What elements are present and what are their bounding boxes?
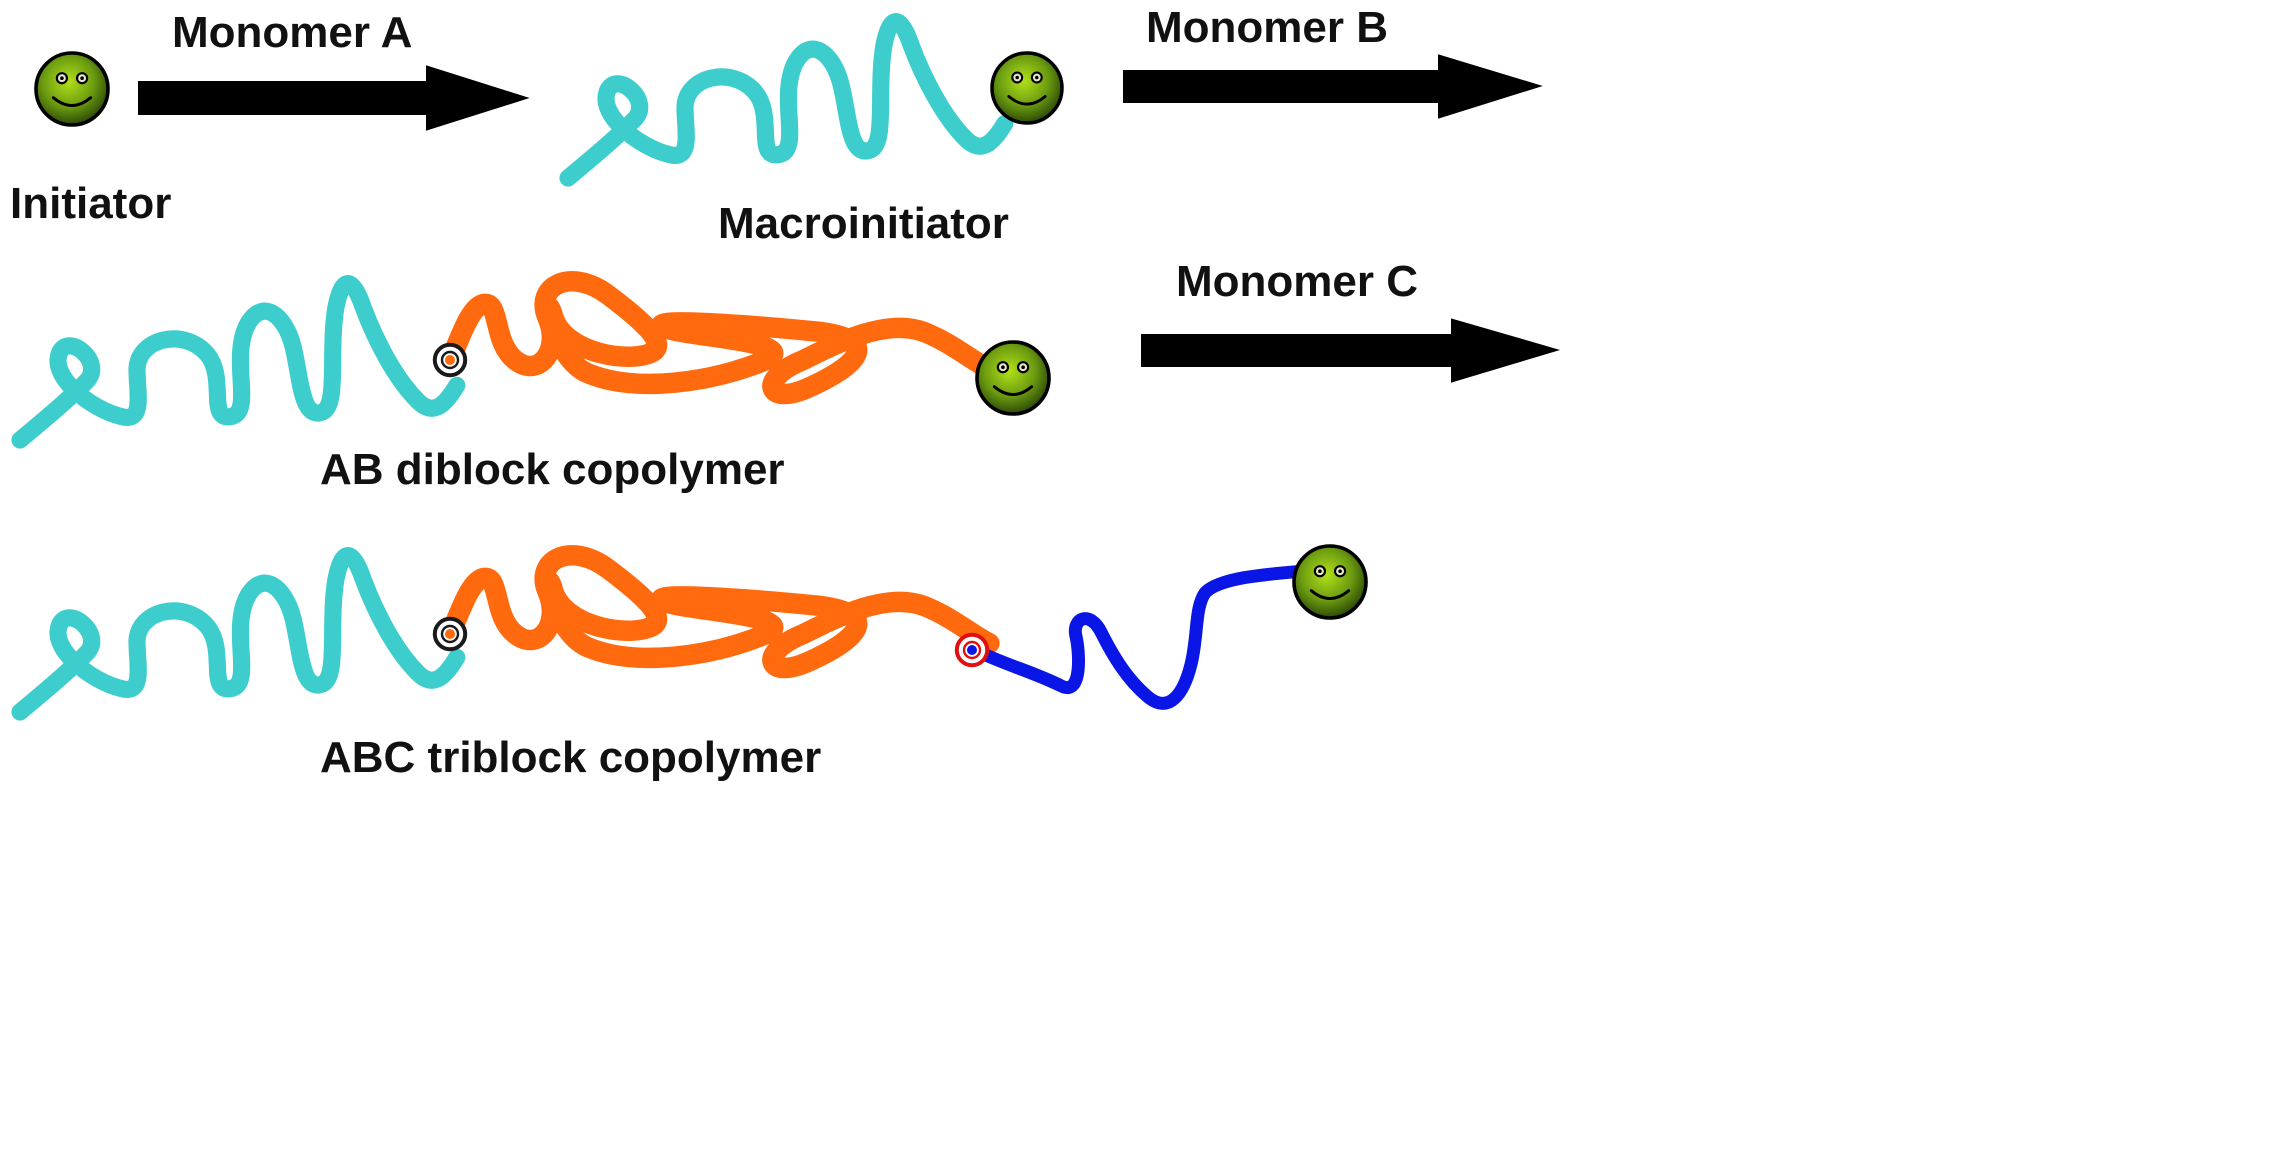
macroinitiator-smiley-icon <box>990 51 1064 125</box>
monomer-c-label: Monomer C <box>1176 257 1418 306</box>
diblock-smiley-icon <box>975 340 1051 416</box>
monomer-a-arrow-icon <box>138 65 530 131</box>
initiator-smiley-icon <box>34 51 110 127</box>
macroinitiator-block-a-chain <box>568 22 1005 178</box>
monomer-a-label: Monomer A <box>172 8 412 57</box>
macroinitiator-label: Macroinitiator <box>718 199 1009 248</box>
triblock-bc-junction-icon <box>957 635 987 665</box>
monomer-b-arrow-icon <box>1123 54 1543 119</box>
triblock-block-a-chain <box>20 556 457 712</box>
monomer-c-arrow-icon <box>1141 318 1561 383</box>
abc-triblock-label: ABC triblock copolymer <box>320 733 821 782</box>
triblock-block-b-chain <box>450 555 989 668</box>
initiator-label: Initiator <box>10 179 171 228</box>
diblock-block-a-chain <box>20 284 457 440</box>
triblock-block-c-chain <box>975 571 1306 704</box>
triblock-smiley-icon <box>1292 544 1368 620</box>
triblock-ab-junction-icon <box>435 619 465 649</box>
diblock-ab-junction-icon <box>435 345 465 375</box>
ab-diblock-label: AB diblock copolymer <box>320 445 785 494</box>
monomer-b-label: Monomer B <box>1146 3 1388 52</box>
diblock-block-b-chain <box>450 281 989 394</box>
